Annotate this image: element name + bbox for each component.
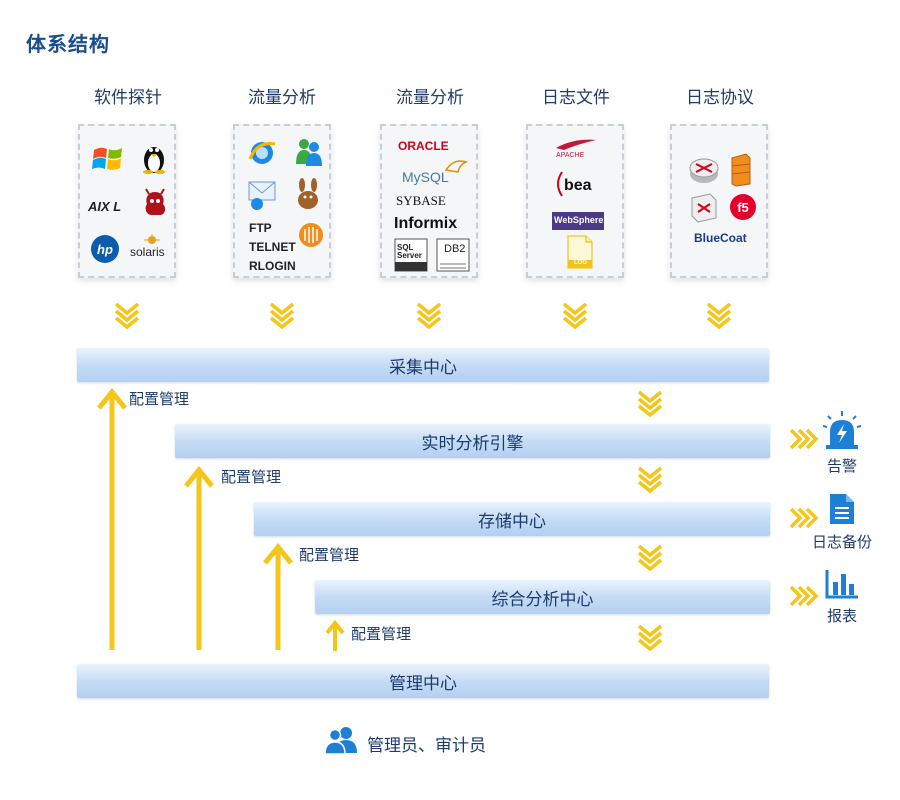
sybase-logo-text: SYBASE	[396, 193, 446, 208]
layer-collection-center: 采集中心	[77, 348, 769, 382]
up-arrow-icon	[263, 543, 293, 650]
down-chevron-icon	[269, 302, 295, 330]
apache-logo-text: APACHE	[556, 152, 585, 159]
alarm-icon	[822, 411, 862, 449]
websphere-badge	[552, 212, 604, 230]
router-icon	[689, 158, 719, 183]
down-chevron-icon	[637, 544, 663, 572]
right-chevron-icon	[789, 585, 819, 607]
ftp-protocol-text: FTP	[249, 221, 272, 235]
config-management-label: 配置管理	[221, 468, 282, 486]
log-file-text: LOG	[574, 260, 587, 266]
svg-text:hp: hp	[97, 242, 113, 257]
layer-storage-center: 存储中心	[254, 502, 770, 536]
linux-tux-icon	[143, 147, 165, 174]
telnet-protocol-text: TELNET	[249, 240, 296, 254]
sun-logo-icon	[144, 234, 160, 244]
source-label-traffic-analysis-2: 流量分析	[396, 88, 464, 108]
mascot-rabbit-icon	[298, 178, 318, 209]
source-card-software-probe: AIX L hp solaris	[78, 124, 176, 278]
document-icon	[830, 494, 854, 524]
hp-logo-icon: hp	[91, 235, 119, 263]
db2-box-icon	[436, 238, 470, 272]
source-label-software-probe: 软件探针	[94, 88, 162, 108]
right-chevron-icon	[789, 507, 819, 529]
rlogin-protocol-text: RLOGIN	[249, 259, 296, 273]
source-label-log-protocol: 日志协议	[686, 88, 754, 108]
solaris-logo-text: solaris	[130, 245, 165, 259]
layer-realtime-analysis-engine: 实时分析引擎	[175, 424, 770, 458]
websphere-logo-text: WebSphere.	[554, 215, 606, 225]
down-chevron-icon	[637, 466, 663, 494]
f5-logo-icon: f5	[730, 194, 756, 220]
source-label-log-files: 日志文件	[542, 88, 610, 108]
apache-feather-icon	[556, 139, 596, 150]
mail-envelope-icon	[248, 181, 276, 210]
mysql-dolphin-icon	[444, 160, 468, 173]
config-management-label: 配置管理	[351, 625, 412, 643]
output-label-log-backup: 日志备份	[811, 533, 872, 551]
svg-text:f5: f5	[737, 200, 749, 215]
internet-explorer-icon	[248, 142, 276, 164]
mysql-logo-text: MySQL	[402, 169, 449, 185]
config-management-label: 配置管理	[129, 390, 190, 408]
source-card-log-protocol: f5 BlueCoat	[670, 124, 768, 278]
users-label: 管理员、审计员	[367, 736, 486, 756]
up-arrow-icon	[97, 388, 127, 650]
up-arrow-icon	[184, 466, 214, 650]
output-label-report: 报表	[826, 607, 857, 625]
msn-messenger-icon	[296, 139, 322, 166]
freebsd-daemon-icon	[145, 188, 166, 215]
bea-logo-text: bea	[564, 177, 592, 194]
orange-network-icon	[299, 223, 323, 247]
oracle-logo-text: ORACLE	[398, 139, 449, 153]
sql-server-logo-text: SQL Server	[397, 243, 422, 260]
firewall-icon	[731, 153, 751, 187]
down-chevron-icon	[637, 624, 663, 652]
bea-swirl-icon	[557, 171, 563, 197]
layer-integrated-analysis-center: 综合分析中心	[315, 580, 770, 614]
log-file-icon	[567, 235, 593, 269]
down-chevron-icon	[637, 390, 663, 418]
source-label-traffic-analysis-1: 流量分析	[248, 88, 316, 108]
right-chevron-icon	[789, 428, 819, 450]
output-label-alarm: 告警	[826, 457, 857, 475]
down-chevron-icon	[562, 302, 588, 330]
informix-logo-text: Informix	[394, 215, 458, 232]
source-card-traffic-analysis-1: FTP TELNET RLOGIN	[233, 124, 331, 278]
db2-logo-text: DB2	[444, 243, 466, 255]
down-chevron-icon	[114, 302, 140, 330]
page-title: 体系结构	[26, 32, 110, 56]
users-icon	[324, 727, 357, 755]
up-arrow-icon	[325, 619, 345, 651]
layer-management-center: 管理中心	[77, 664, 769, 698]
source-card-log-files: APACHE bea WebSphere. LOG	[526, 124, 624, 278]
switch-icon	[691, 193, 717, 223]
source-card-traffic-analysis-2: ORACLE MySQL SYBASE Informix SQL Server …	[380, 124, 478, 278]
windows-logo-icon	[92, 147, 122, 170]
down-chevron-icon	[416, 302, 442, 330]
sql-server-box-icon	[394, 238, 428, 272]
config-management-label: 配置管理	[299, 546, 360, 564]
down-chevron-icon	[706, 302, 732, 330]
bluecoat-logo-text: BlueCoat	[694, 231, 747, 245]
bar-chart-icon	[825, 570, 858, 599]
aix-logo-text: AIX L	[88, 199, 122, 214]
